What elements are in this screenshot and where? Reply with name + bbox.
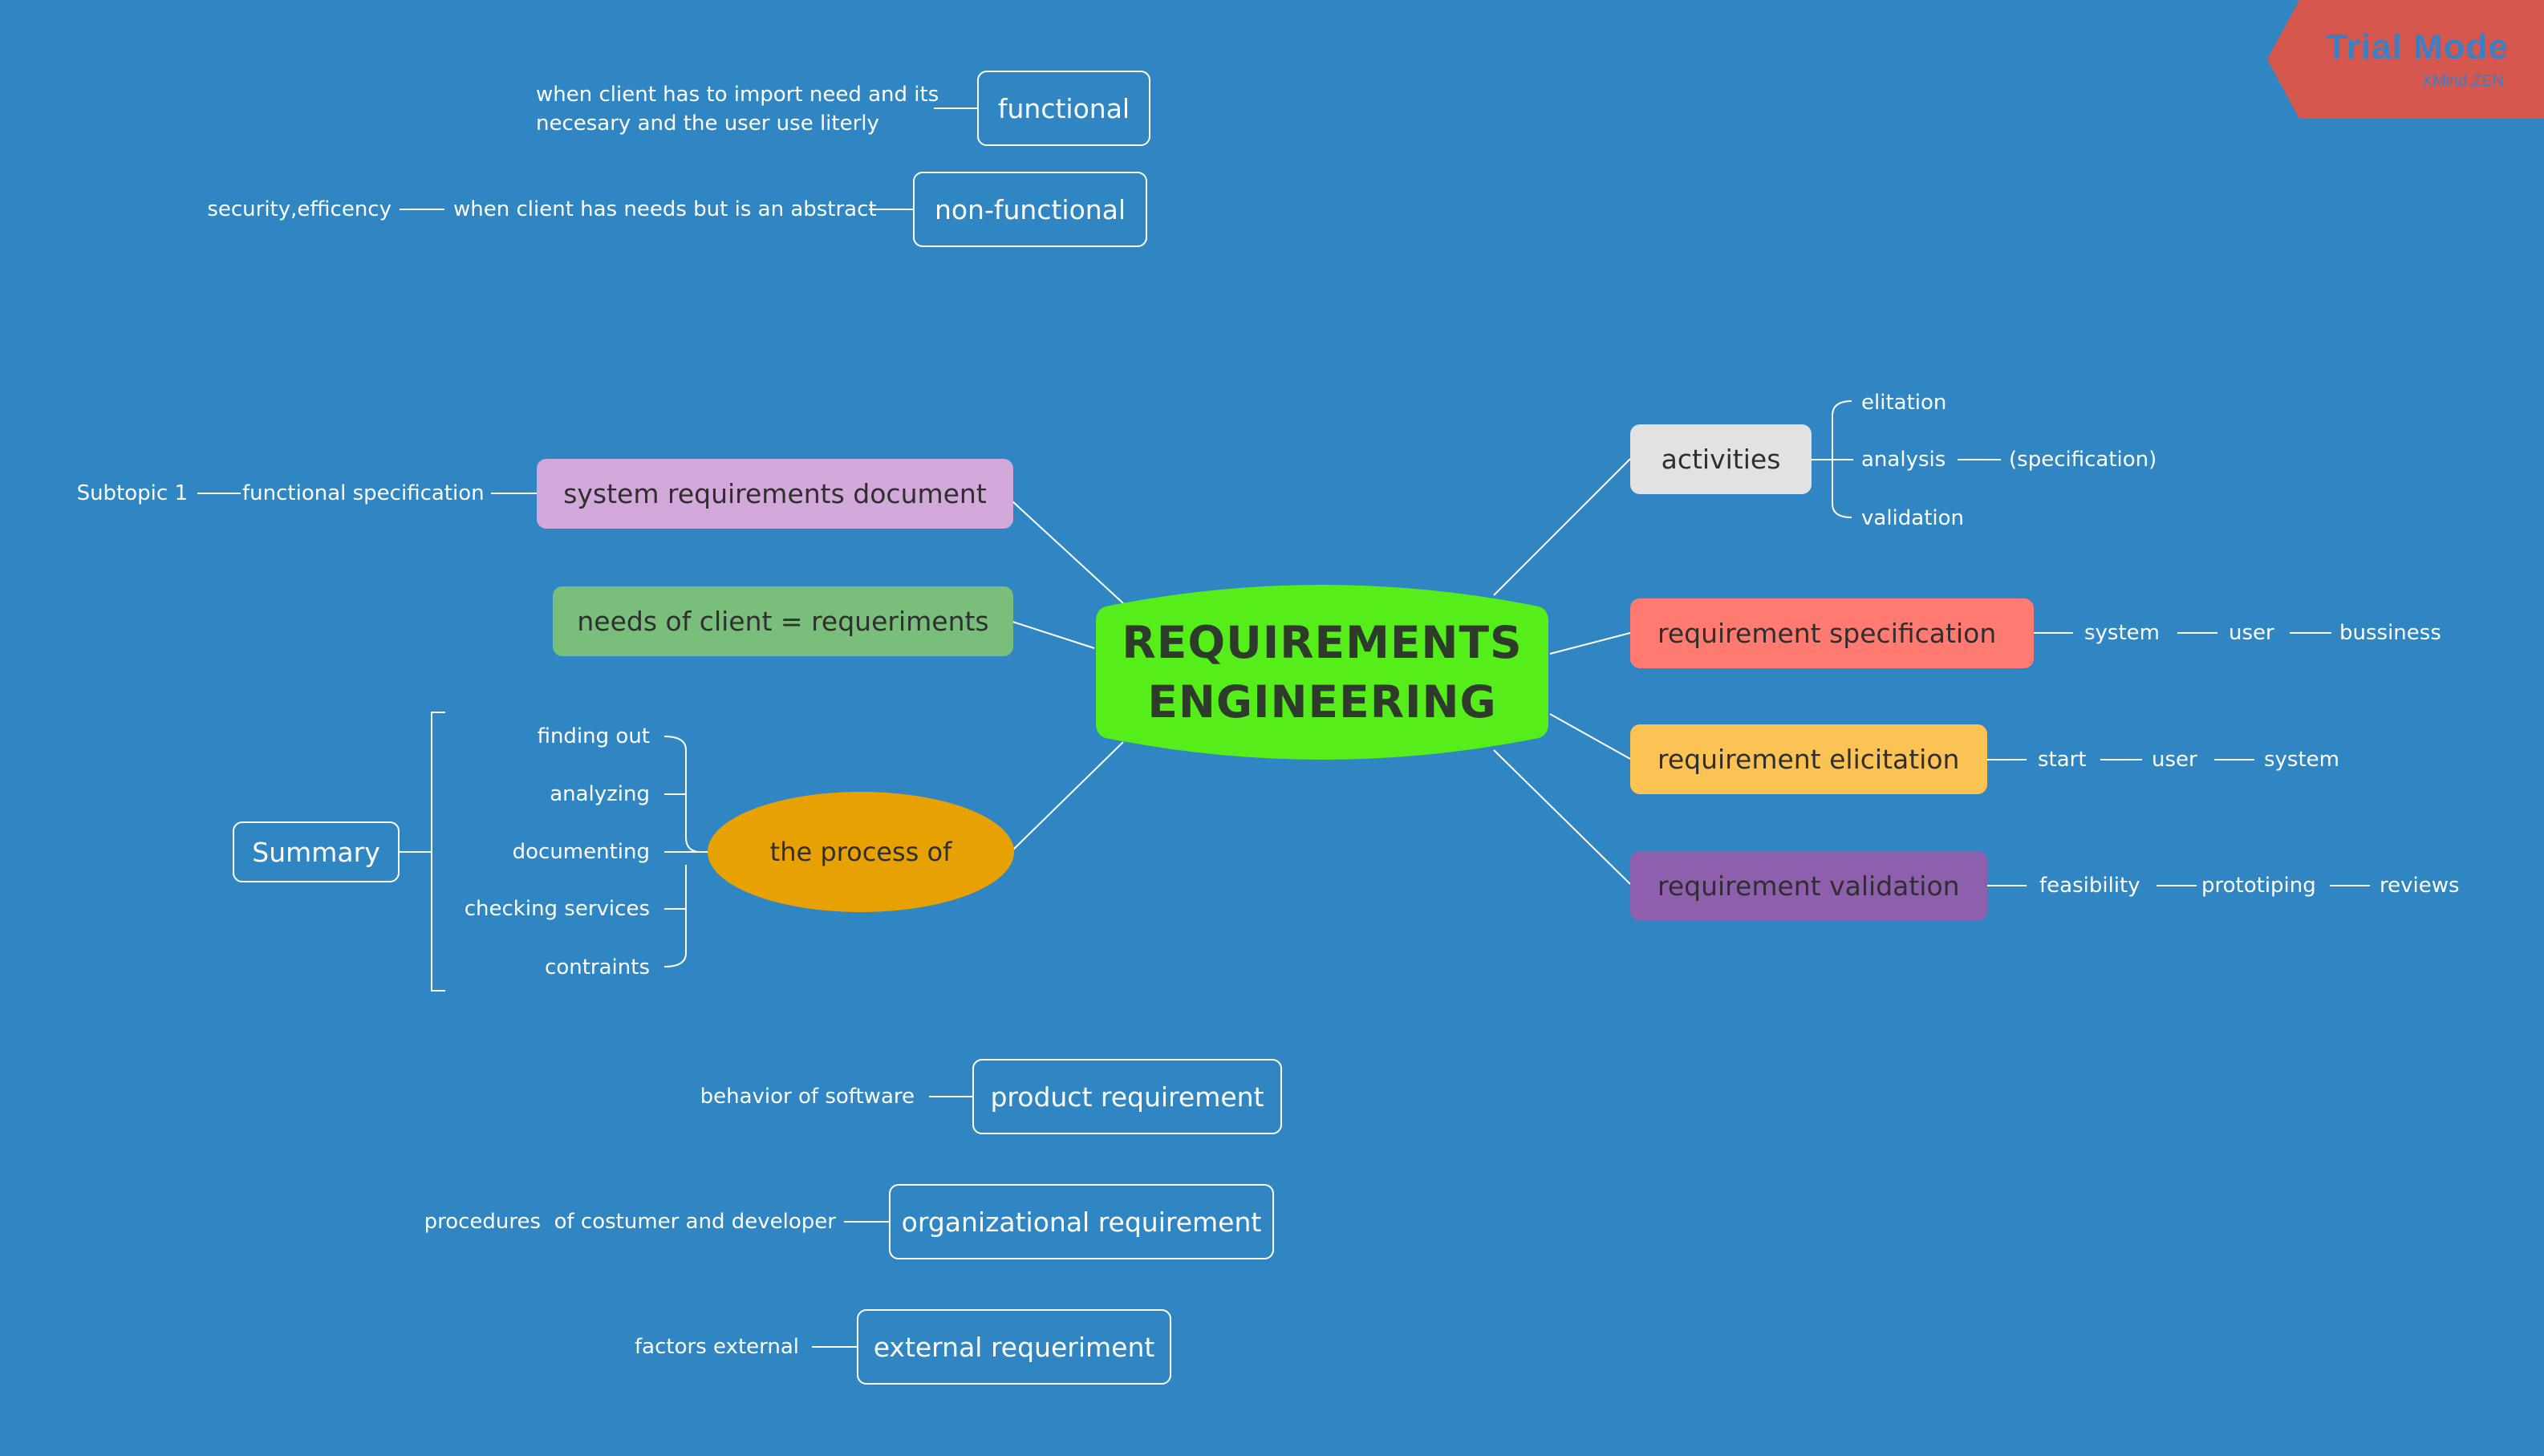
topic-system-requirements-document[interactable]: system requirements document [537,459,1013,529]
topic-requirement-validation[interactable]: requirement validation [1630,851,1987,921]
note-functional[interactable]: when client has to import need and its n… [536,83,939,136]
subtopic-checking-services[interactable]: checking services [464,897,650,921]
chain-valid-prototiping[interactable]: prototiping [2201,874,2316,898]
central-topic-shape [1096,585,1548,760]
line-center-elicit [1549,713,1631,760]
subtopic-analysis[interactable]: analysis [1861,448,1946,472]
line-center-needs [1012,621,1095,649]
note-security-efficency[interactable]: security,efficency [207,197,392,221]
chain-spec-user[interactable]: user [2229,621,2274,645]
subtopic-finding-out[interactable]: finding out [537,724,650,748]
chain-spec-bussiness[interactable]: bussiness [2339,621,2441,645]
subtopic-specification-note[interactable]: (specification) [2009,448,2157,472]
note-non-functional[interactable]: when client has needs but is an abstract [453,197,877,221]
chain-spec-system[interactable]: system [2084,621,2160,645]
chain-elicit-system[interactable]: system [2264,748,2339,772]
chain-elicit-user[interactable]: user [2152,748,2197,772]
floating-topic-non-functional[interactable]: non-functional [913,172,1147,247]
central-topic-label: REQUIREMENTS ENGINEERING [1122,617,1523,728]
subtopic-analyzing[interactable]: analyzing [550,782,650,806]
floating-topic-external-requeriment[interactable]: external requeriment [857,1309,1171,1385]
trial-mode-watermark: Trial Mode XMind.ZEN [2267,0,2544,119]
floating-topic-product-requirement[interactable]: product requirement [972,1059,1282,1134]
subtopic-validation[interactable]: validation [1861,506,1965,530]
subtopic-contraints[interactable]: contraints [545,955,650,979]
topic-the-process-of[interactable]: the process of [708,792,1014,912]
subtopic-documenting[interactable]: documenting [512,840,650,864]
chain-valid-feasibility[interactable]: feasibility [2039,874,2140,898]
central-topic[interactable]: REQUIREMENTS ENGINEERING [1094,578,1550,767]
line-center-activities [1493,458,1631,596]
topic-needs-of-client[interactable]: needs of client = requeriments [553,586,1013,656]
line-center-process [1012,741,1124,851]
topic-requirement-elicitation[interactable]: requirement elicitation [1630,724,1987,794]
note-factors-external[interactable]: factors external [635,1335,799,1359]
line-center-valid [1493,749,1631,885]
topic-activities[interactable]: activities [1630,424,1812,494]
summary-bracket [431,712,445,992]
note-behavior-of-software[interactable]: behavior of software [700,1085,915,1109]
summary-node[interactable]: Summary [233,821,400,882]
watermark-title: Trial Mode [2326,27,2509,67]
subtopic-functional-specification[interactable]: functional specification [242,481,485,505]
subtopic-elitation[interactable]: elitation [1861,391,1947,415]
line-center-sysdoc [1012,501,1124,604]
subtopic-subtopic-1[interactable]: Subtopic 1 [76,481,188,505]
floating-topic-functional[interactable]: functional [977,71,1150,146]
watermark-subtitle: XMind.ZEN [2421,72,2504,90]
watermark-ribbon-icon [2267,0,2544,119]
topic-requirement-specification[interactable]: requirement specification [1630,598,2034,668]
floating-topic-organizational-requirement[interactable]: organizational requirement [889,1184,1274,1259]
line-center-spec [1549,632,1631,655]
chain-valid-reviews[interactable]: reviews [2380,874,2460,898]
note-procedures[interactable]: procedures of costumer and developer [424,1210,836,1234]
chain-elicit-start[interactable]: start [2038,748,2087,772]
